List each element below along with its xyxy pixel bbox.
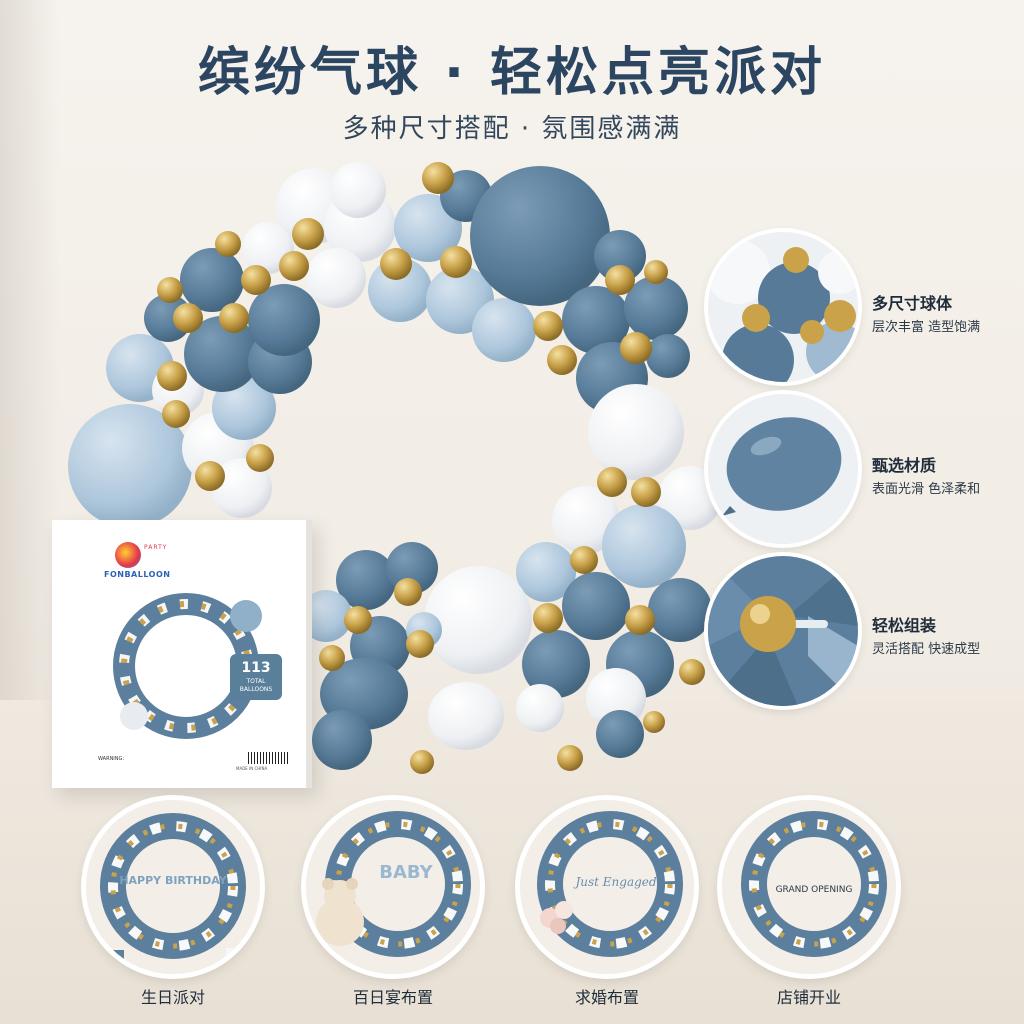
page-subtitle: 多种尺寸搭配 · 氛围感满满 xyxy=(342,114,682,144)
scene-1-sign: HAPPY BIRTHDAY xyxy=(119,874,227,887)
barcode-icon xyxy=(248,752,288,764)
balloon-count-badge: 113 TOTAL BALLOONS xyxy=(230,654,282,700)
box-made-in: MADE IN CHINA xyxy=(236,766,268,771)
feature-3-title: 轻松组装 xyxy=(872,616,937,635)
scene-proposal-image: Just Engaged xyxy=(520,800,694,974)
feature-3-desc: 灵活搭配 快速成型 xyxy=(872,642,981,657)
scene-baby-image: BABY xyxy=(306,800,480,974)
page-title: 缤纷气球 · 轻松点亮派对 xyxy=(198,43,826,103)
feature-2-title: 甄选材质 xyxy=(872,456,937,475)
feature-1-desc: 层次丰富 造型饱满 xyxy=(872,320,981,335)
feature-assembly-image xyxy=(708,556,858,706)
feature-1-title: 多尺寸球体 xyxy=(872,294,953,313)
balloon-count-label: TOTAL BALLOONS xyxy=(239,678,273,693)
brand-logo-icon xyxy=(115,542,141,568)
feature-material-image xyxy=(708,394,858,544)
balloon-count: 113 xyxy=(241,660,271,676)
scene-3-sign: Just Engaged xyxy=(572,875,656,889)
brand-top: PARTY xyxy=(144,544,168,551)
feature-2-desc: 表面光滑 色泽柔和 xyxy=(872,482,981,497)
wall-shadow xyxy=(0,0,60,760)
scene-3-label: 求婚布置 xyxy=(574,988,639,1007)
brand-name: FONBALLOON xyxy=(104,570,171,579)
scene-4-label: 店铺开业 xyxy=(776,988,841,1007)
box-warning: WARNING: xyxy=(98,756,125,762)
scene-2-sign: BABY xyxy=(379,862,433,883)
scene-opening-image: GRAND OPENING xyxy=(722,800,896,974)
scene-birthday-image: HAPPY BIRTHDAY xyxy=(86,800,260,974)
scene-2-label: 百日宴布置 xyxy=(352,988,433,1007)
scene-1-label: 生日派对 xyxy=(140,988,205,1007)
scene-4-sign: GRAND OPENING xyxy=(776,885,853,895)
product-box: PARTY FONBALLOON 113 TOTAL BALLOONS WARN… xyxy=(52,520,312,788)
feature-sizes-image xyxy=(708,232,858,382)
